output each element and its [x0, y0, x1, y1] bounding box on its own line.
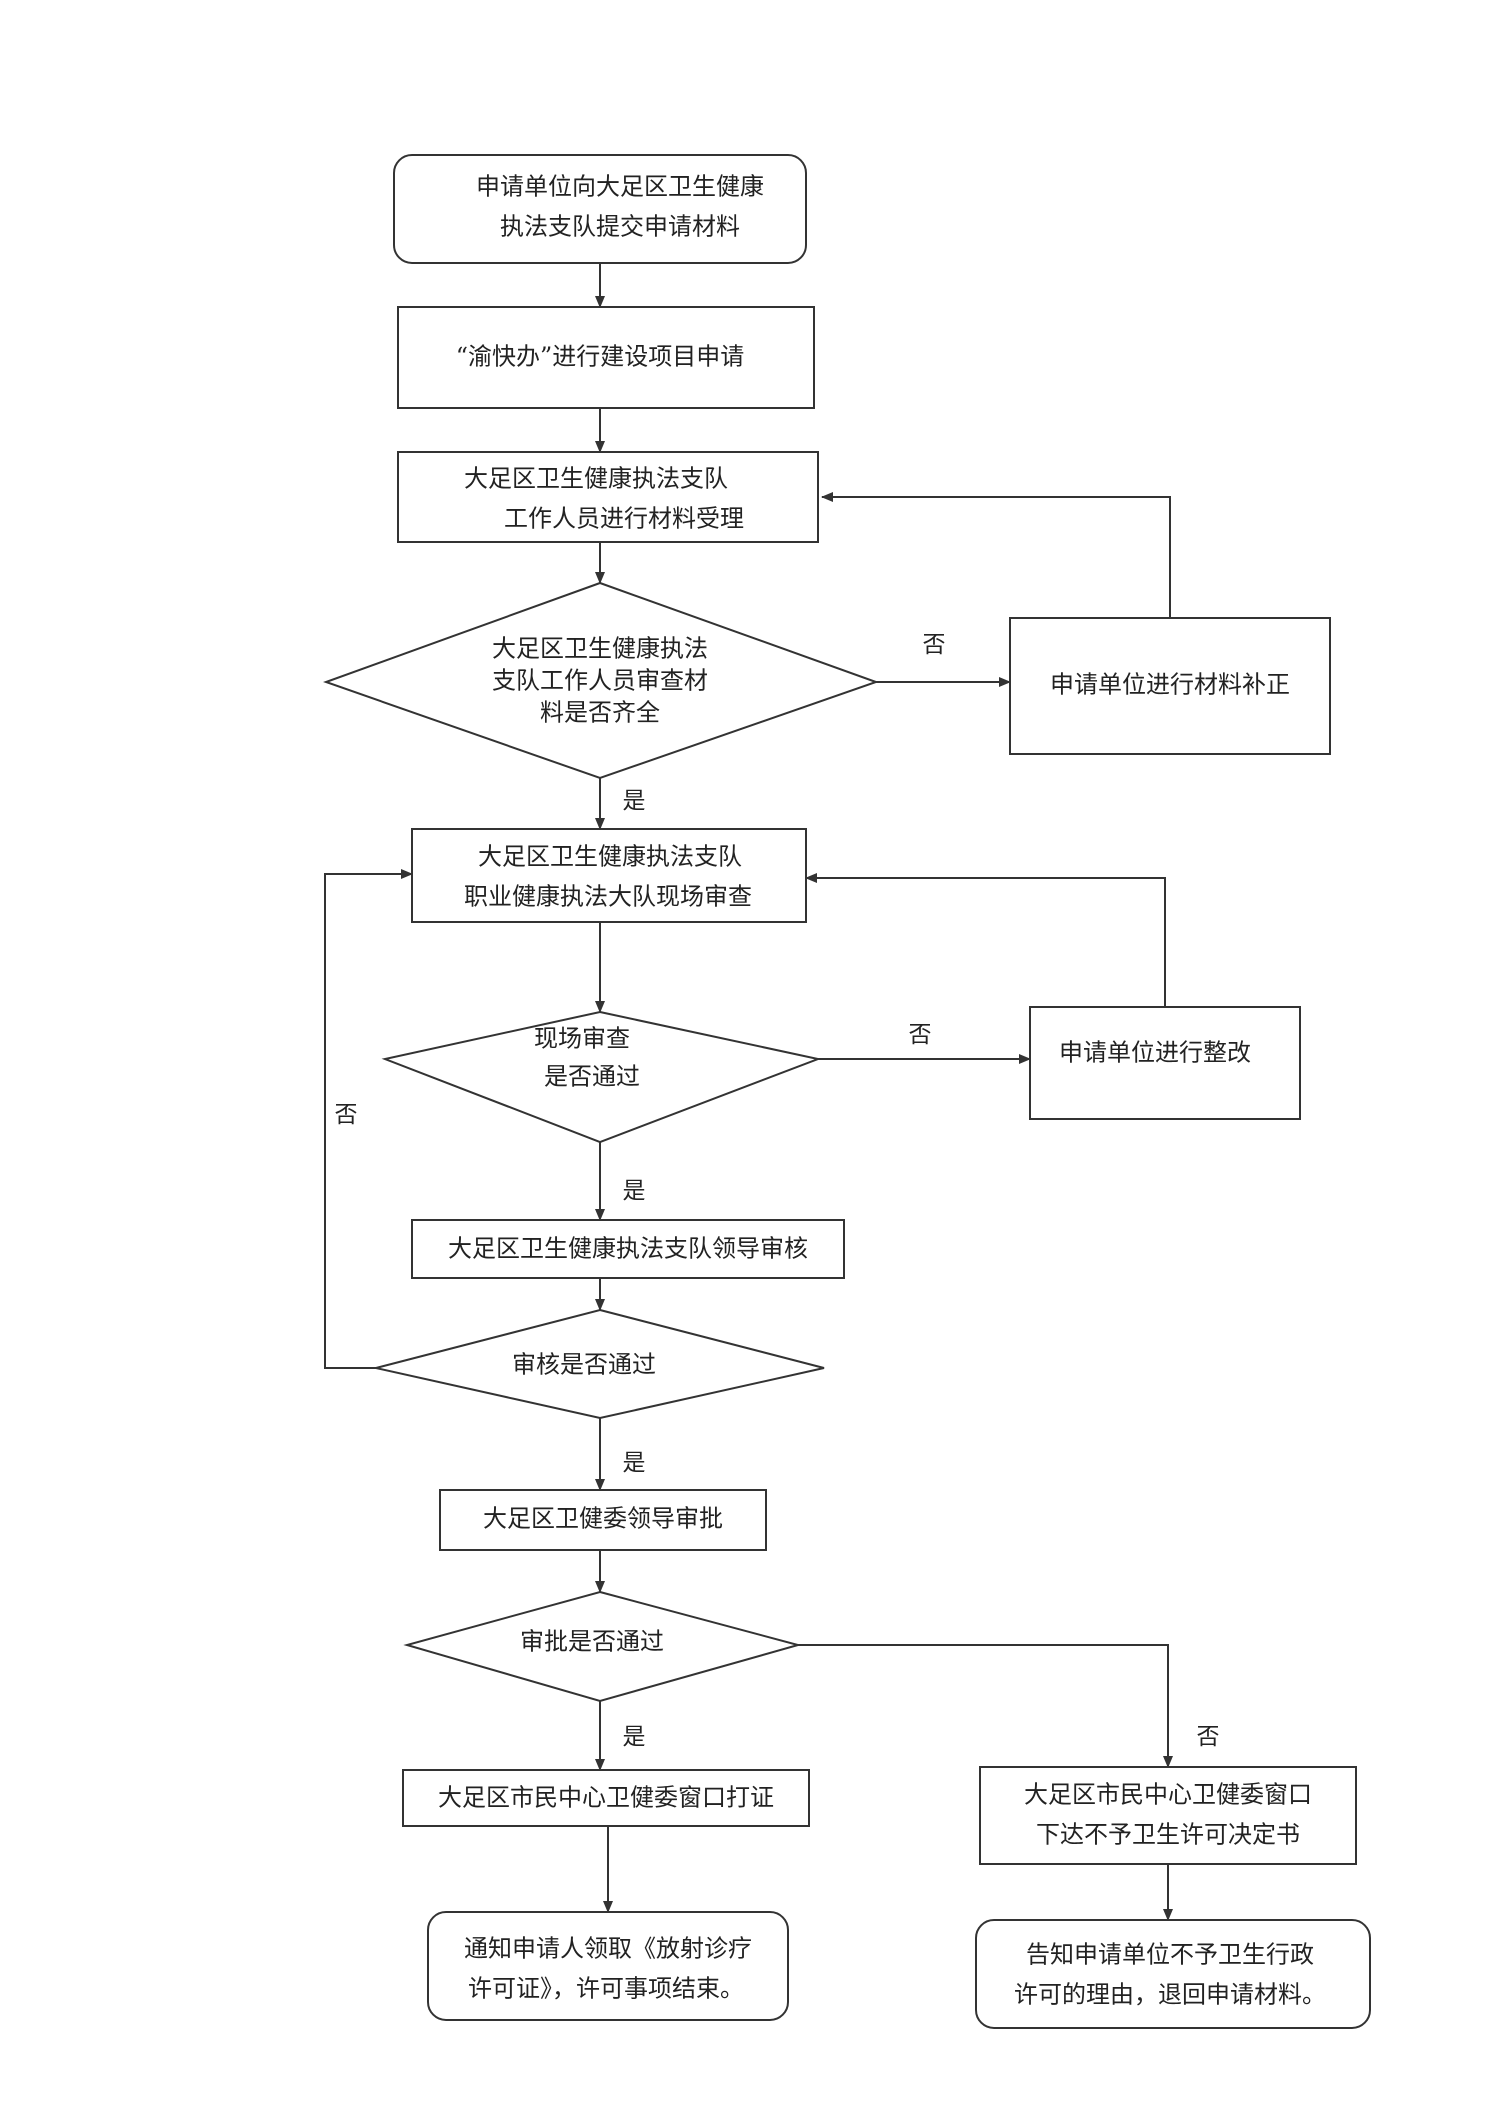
node-notify-collect-line-1: 通知申请人领取《放射诊疗 [464, 1935, 752, 1963]
node-issue-cert: 大足区市民中心卫健委窗口打证 [402, 1769, 810, 1827]
node-site-review-line-2: 职业健康执法大队现场审查 [464, 883, 752, 911]
node-accept-line-2: 工作人员进行材料受理 [504, 505, 744, 533]
node-notify-deny: 告知申请单位不予卫生行政 许可的理由，退回申请材料。 [975, 1919, 1371, 2029]
node-leader-review-line-1: 大足区卫生健康执法支队领导审核 [448, 1235, 808, 1263]
node-issue-cert-line-1: 大足区市民中心卫健委窗口打证 [438, 1784, 774, 1812]
node-check-complete: 大足区卫生健康执法 支队工作人员审查材 料是否齐全 [323, 581, 880, 780]
node-review-pass: 审核是否通过 [375, 1308, 825, 1420]
node-site-review-line-1: 大足区卫生健康执法支队 [478, 843, 742, 871]
node-commission-approve-line-1: 大足区卫健委领导审批 [483, 1505, 723, 1533]
node-approve-pass-line-1: 审批是否通过 [520, 1628, 664, 1656]
node-accept-line-1: 大足区卫生健康执法支队 [464, 465, 728, 493]
edge-labels: 否 是 否 是 否 是 是 否 [335, 632, 1220, 1750]
label-approve-no: 否 [1197, 1724, 1220, 1750]
label-site-yes: 是 [623, 1178, 646, 1204]
node-approve-pass: 审批是否通过 [403, 1590, 802, 1703]
label-check-no: 否 [923, 632, 946, 658]
node-leader-review: 大足区卫生健康执法支队领导审核 [411, 1219, 845, 1279]
label-approve-yes: 是 [623, 1724, 646, 1750]
node-check-complete-line-2: 支队工作人员审查材 [492, 667, 708, 695]
label-site-no: 否 [909, 1022, 932, 1048]
node-deny-decision-line-1: 大足区市民中心卫健委窗口 [1024, 1781, 1312, 1809]
node-deny-decision-line-2: 下达不予卫生许可决定书 [1036, 1821, 1300, 1849]
node-notify-deny-line-2: 许可的理由，退回申请材料。 [1014, 1981, 1326, 2009]
node-rectify-line-1: 申请单位进行整改 [1059, 1039, 1251, 1067]
edge-rectify-back-to-site [805, 873, 1166, 1007]
node-supplement: 申请单位进行材料补正 [1009, 617, 1331, 755]
node-deny-decision: 大足区市民中心卫健委窗口 下达不予卫生许可决定书 [979, 1766, 1357, 1865]
node-site-pass: 现场审查 是否通过 [381, 1010, 822, 1144]
edge-supplement-back-to-accept [821, 492, 1171, 618]
node-check-complete-line-3: 料是否齐全 [540, 699, 660, 727]
node-rectify: 申请单位进行整改 [1029, 1006, 1301, 1120]
edges [324, 263, 1173, 1921]
node-review-pass-line-1: 审核是否通过 [512, 1351, 656, 1379]
node-submit-line-2: 执法支队提交申请材料 [500, 213, 740, 241]
node-online-apply: “渝快办”进行建设项目申请 [397, 306, 815, 409]
node-notify-collect: 通知申请人领取《放射诊疗 许可证》，许可事项结束。 [427, 1911, 789, 2021]
node-site-review: 大足区卫生健康执法支队 职业健康执法大队现场审查 [411, 828, 807, 923]
node-supplement-line-1: 申请单位进行材料补正 [1050, 671, 1290, 699]
node-notify-deny-line-1: 告知申请单位不予卫生行政 [1026, 1941, 1314, 1969]
node-commission-approve: 大足区卫健委领导审批 [439, 1489, 767, 1551]
label-check-yes: 是 [623, 788, 646, 814]
label-review-yes: 是 [623, 1450, 646, 1476]
node-site-pass-line-2: 是否通过 [544, 1063, 640, 1091]
node-notify-collect-line-2: 许可证》，许可事项结束。 [468, 1975, 744, 2003]
node-accept: 大足区卫生健康执法支队 工作人员进行材料受理 [397, 451, 819, 543]
node-check-complete-line-1: 大足区卫生健康执法 [492, 635, 708, 663]
node-submit-line-1: 申请单位向大足区卫生健康 [476, 173, 764, 201]
node-site-pass-line-1: 现场审查 [534, 1025, 630, 1053]
edge-review-no-back-to-site [324, 869, 413, 1369]
node-submit: 申请单位向大足区卫生健康 执法支队提交申请材料 [393, 154, 807, 264]
label-review-no: 否 [335, 1102, 358, 1128]
node-online-apply-line-1: “渝快办”进行建设项目申请 [456, 343, 745, 371]
edge-approve-no-to-deny [798, 1644, 1173, 1768]
